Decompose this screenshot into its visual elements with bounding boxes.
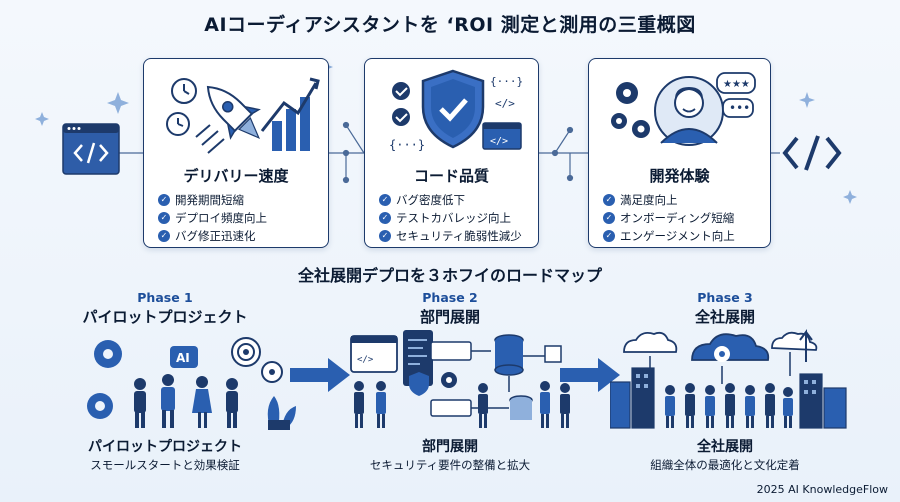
arrow-right-icon: [290, 358, 350, 392]
code-tag-label: </>: [357, 355, 374, 365]
rocket-icon: [144, 59, 328, 159]
card-list: ✓バグ密度低下 ✓テストカバレッジ向上 ✓セキュリティ脆弱性減少: [379, 191, 522, 245]
check-icon: ✓: [158, 212, 170, 224]
ai-badge-label: AI: [176, 351, 190, 365]
check-icon: ✓: [379, 194, 391, 206]
department-rollout-illustration: </>: [345, 326, 585, 431]
card-list: ✓満足度向上 ✓オンボーディング短縮 ✓エンゲージメント向上: [603, 191, 735, 245]
card-title: デリバリー速度: [183, 167, 289, 185]
list-item: ✓バグ密度低下: [379, 191, 522, 209]
arrow-right-icon: [560, 358, 620, 392]
check-icon: ✓: [379, 212, 391, 224]
check-icon: ✓: [603, 212, 615, 224]
check-icon: ✓: [379, 230, 391, 242]
phase-description: スモールスタートと効果検証: [90, 458, 240, 472]
phase-name: 全社展開: [694, 308, 755, 326]
list-item: ✓テストカバレッジ向上: [379, 209, 522, 227]
copyright: 2025 AI KnowledgeFlow: [756, 483, 888, 496]
shield-check-icon: {···} {···} </> </>: [365, 59, 538, 159]
list-item: ✓満足度向上: [603, 191, 735, 209]
check-icon: ✓: [603, 230, 615, 242]
stars-label: ★★★: [723, 79, 750, 90]
pilot-team-illustration: AI: [70, 326, 310, 431]
code-tag-label: </>: [490, 136, 508, 147]
list-item: ✓バグ修正迅速化: [158, 227, 267, 245]
list-item: ✓セキュリティ脆弱性減少: [379, 227, 522, 245]
list-item: ✓デプロイ頻度向上: [158, 209, 267, 227]
phase-footer: パイロットプロジェクト: [88, 439, 242, 455]
page-title: AIコーディアシスタントを ‘ROI 測定と測用の三重概図: [204, 14, 696, 36]
metric-card-dev-experience: ★★★ ••• 開発体験 ✓満足度向上 ✓オンボーディング短縮 ✓エンゲージメン…: [588, 58, 771, 248]
list-item: ✓エンゲージメント向上: [603, 227, 735, 245]
list-item: ✓オンボーディング短縮: [603, 209, 735, 227]
phase-name: パイロットプロジェクト: [82, 308, 248, 326]
phase-label: Phase 1: [137, 290, 193, 305]
phase-label: Phase 2: [422, 290, 478, 305]
card-title: 開発体験: [649, 167, 710, 185]
phase-description: 組織全体の最適化と文化定着: [650, 458, 800, 472]
enterprise-rollout-illustration: [610, 326, 850, 431]
metric-card-delivery: デリバリー速度 ✓開発期間短縮 ✓デプロイ頻度向上 ✓バグ修正迅速化: [143, 58, 329, 248]
phase-description: セキュリティ要件の整備と拡大: [369, 458, 531, 472]
list-item: ✓開発期間短縮: [158, 191, 267, 209]
metric-card-quality: {···} {···} </> </> コード品質 ✓バグ密度低下 ✓テストカバ…: [364, 58, 539, 248]
developer-avatar-icon: ★★★ •••: [589, 59, 770, 159]
code-window-icon: [62, 123, 120, 175]
card-connectors: [35, 60, 857, 204]
check-icon: ✓: [603, 194, 615, 206]
phase-footer: 全社展開: [697, 439, 753, 455]
check-icon: ✓: [158, 230, 170, 242]
phase-footer: 部門展開: [422, 439, 478, 455]
code-braces-label: {···}: [389, 138, 425, 152]
code-braces-label: {···}: [490, 75, 523, 88]
phase-label: Phase 3: [697, 290, 753, 305]
code-tag-icon: [782, 132, 842, 174]
svg-text:•••: •••: [729, 101, 750, 115]
card-list: ✓開発期間短縮 ✓デプロイ頻度向上 ✓バグ修正迅速化: [158, 191, 267, 245]
card-title: コード品質: [413, 167, 489, 185]
phase-name: 部門展開: [419, 308, 480, 326]
roadmap-title: 全社展開デプロを３ホフイのロードマップ: [297, 266, 602, 285]
check-icon: ✓: [158, 194, 170, 206]
code-tag-label: </>: [495, 97, 515, 110]
